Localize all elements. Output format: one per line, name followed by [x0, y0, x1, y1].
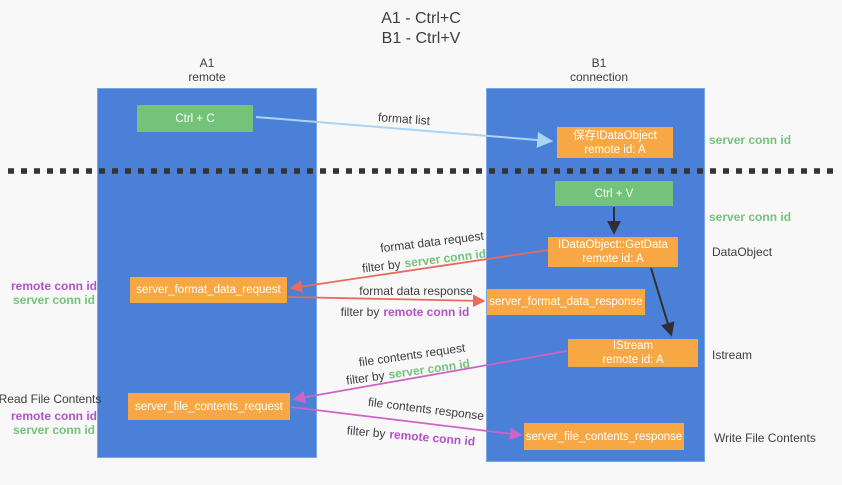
lane-right-name: B1	[591, 56, 607, 70]
format-list-label: format list	[377, 110, 431, 128]
server-file-contents-response-node: server_file_contents_response	[524, 423, 684, 450]
save-dataobject-node: 保存IDataObject remote id: A	[557, 127, 673, 158]
filter-by-text: filter by	[361, 256, 402, 276]
getdata-node: IDataObject::GetData remote id: A	[548, 237, 678, 267]
server-file-contents-request-label: server_file_contents_request	[135, 400, 283, 413]
read-file-contents-label: Read File Contents	[0, 392, 102, 406]
save-dataobject-line1: 保存IDataObject	[573, 129, 657, 142]
ctrl-c-node: Ctrl + C	[137, 105, 253, 132]
server-conn-id-left-bottom: server conn id	[12, 423, 96, 437]
remote-conn-id-left-mid: remote conn id	[10, 279, 97, 293]
dataobject-side-label: DataObject	[712, 245, 773, 259]
server-conn-id-right-top: server conn id	[709, 133, 792, 147]
server-file-contents-response-label: server_file_contents_response	[525, 430, 683, 443]
server-format-data-response-label: server_format_data_response	[489, 296, 643, 308]
diagram-title: A1 - Ctrl+C B1 - Ctrl+V	[0, 9, 842, 49]
server-conn-id-left-mid: server conn id	[12, 293, 96, 307]
server-format-data-request-label: server_format_data_request	[136, 284, 281, 296]
remote-conn-id-text: remote conn id	[383, 305, 470, 319]
ctrl-v-node: Ctrl + V	[555, 181, 673, 206]
lane-left-name: A1	[199, 56, 215, 70]
istream-line1: IStream	[612, 340, 654, 352]
istream-line2: remote id: A	[602, 354, 664, 366]
lane-left-subtitle: remote	[188, 70, 226, 84]
filter-by-text: filter by	[345, 368, 386, 388]
remote-conn-id-text: remote conn id	[388, 427, 476, 449]
istream-side-label: Istream	[712, 348, 753, 362]
server-format-data-request-node: server_format_data_request	[130, 277, 287, 303]
title-line-b1: B1 - Ctrl+V	[381, 30, 461, 47]
write-file-contents-label: Write File Contents	[714, 431, 816, 445]
filter-by-text: filter by	[346, 423, 387, 441]
istream-node: IStream remote id: A	[568, 339, 698, 367]
filter-by-text: filter by	[340, 305, 380, 319]
getdata-line2: remote id: A	[582, 253, 644, 265]
server-format-data-response-node: server_format_data_response	[487, 289, 645, 315]
getdata-line1: IDataObject::GetData	[558, 239, 668, 251]
file-contents-response-label: file contents response	[367, 394, 485, 424]
save-dataobject-line2: remote id: A	[584, 143, 646, 156]
server-conn-id-right-mid: server conn id	[709, 210, 792, 224]
remote-conn-id-left-bottom: remote conn id	[10, 409, 97, 423]
ctrl-v-label: Ctrl + V	[594, 187, 634, 200]
title-line-a1: A1 - Ctrl+C	[381, 10, 461, 27]
lane-header-left: A1 remote	[157, 56, 257, 84]
lane-header-right: B1 connection	[549, 56, 649, 84]
format-data-response-label: format data response	[359, 284, 473, 298]
server-file-contents-request-node: server_file_contents_request	[128, 393, 290, 420]
ctrl-c-label: Ctrl + C	[175, 112, 215, 125]
lane-right-subtitle: connection	[569, 70, 629, 84]
